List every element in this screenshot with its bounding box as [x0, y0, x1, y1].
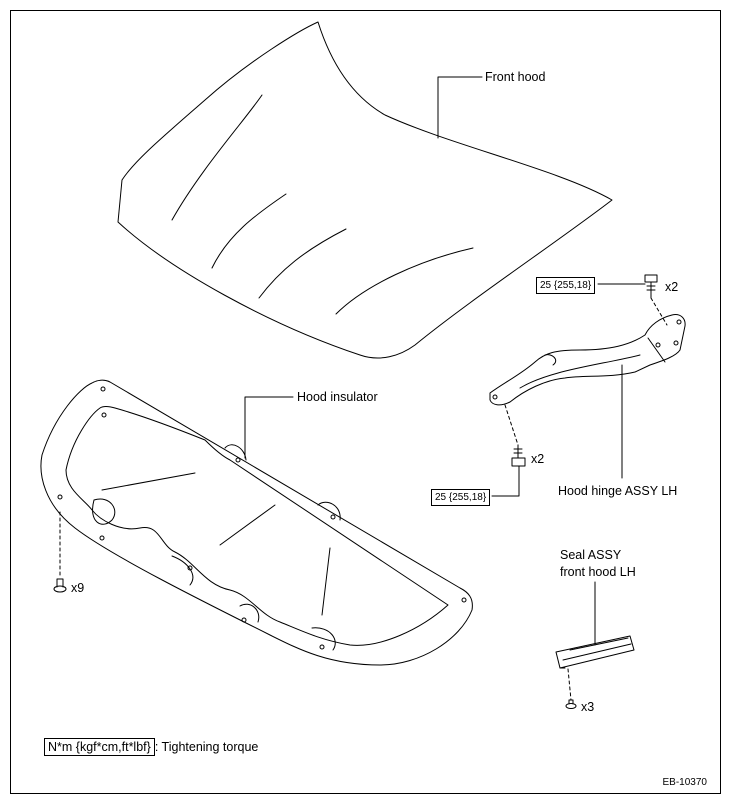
torque-legend: N*m {kgf*cm,ft*lbf}: Tightening torque [44, 738, 259, 756]
figure-code: EB-10370 [662, 777, 707, 788]
lower-torque-box: 25 {255,18} [431, 489, 491, 506]
insulator-clip [53, 511, 67, 593]
front-hood-label: Front hood [485, 70, 546, 84]
seal-label-line1: Seal ASSY [560, 548, 622, 562]
hood-insulator-label: Hood insulator [297, 390, 378, 404]
upper-bolt [644, 274, 668, 326]
legend-description: : Tightening torque [154, 740, 259, 754]
lower-bolt-qty: x2 [531, 452, 545, 466]
upper-torque-box: 25 {255,18} [536, 277, 596, 294]
front-hood-leader [437, 76, 483, 139]
seal-label-line2: front hood LH [560, 565, 636, 579]
insulator-clip-qty: x9 [71, 581, 85, 595]
lower-torque-leader [491, 465, 520, 497]
hood-insulator-leader [244, 396, 294, 459]
seal-drawing [555, 635, 635, 669]
hood-hinge-label: Hood hinge ASSY LH [558, 484, 678, 498]
upper-bolt-qty: x2 [665, 280, 679, 294]
seal-clip [565, 668, 577, 709]
hood-insulator-drawing [40, 379, 473, 666]
front-hood-drawing [117, 21, 613, 359]
seal-clip-qty: x3 [581, 700, 595, 714]
legend-unit-box: N*m {kgf*cm,ft*lbf} [44, 738, 155, 756]
figure-frame [10, 10, 721, 794]
hood-hinge-drawing [489, 314, 686, 406]
lower-bolt [504, 404, 526, 467]
